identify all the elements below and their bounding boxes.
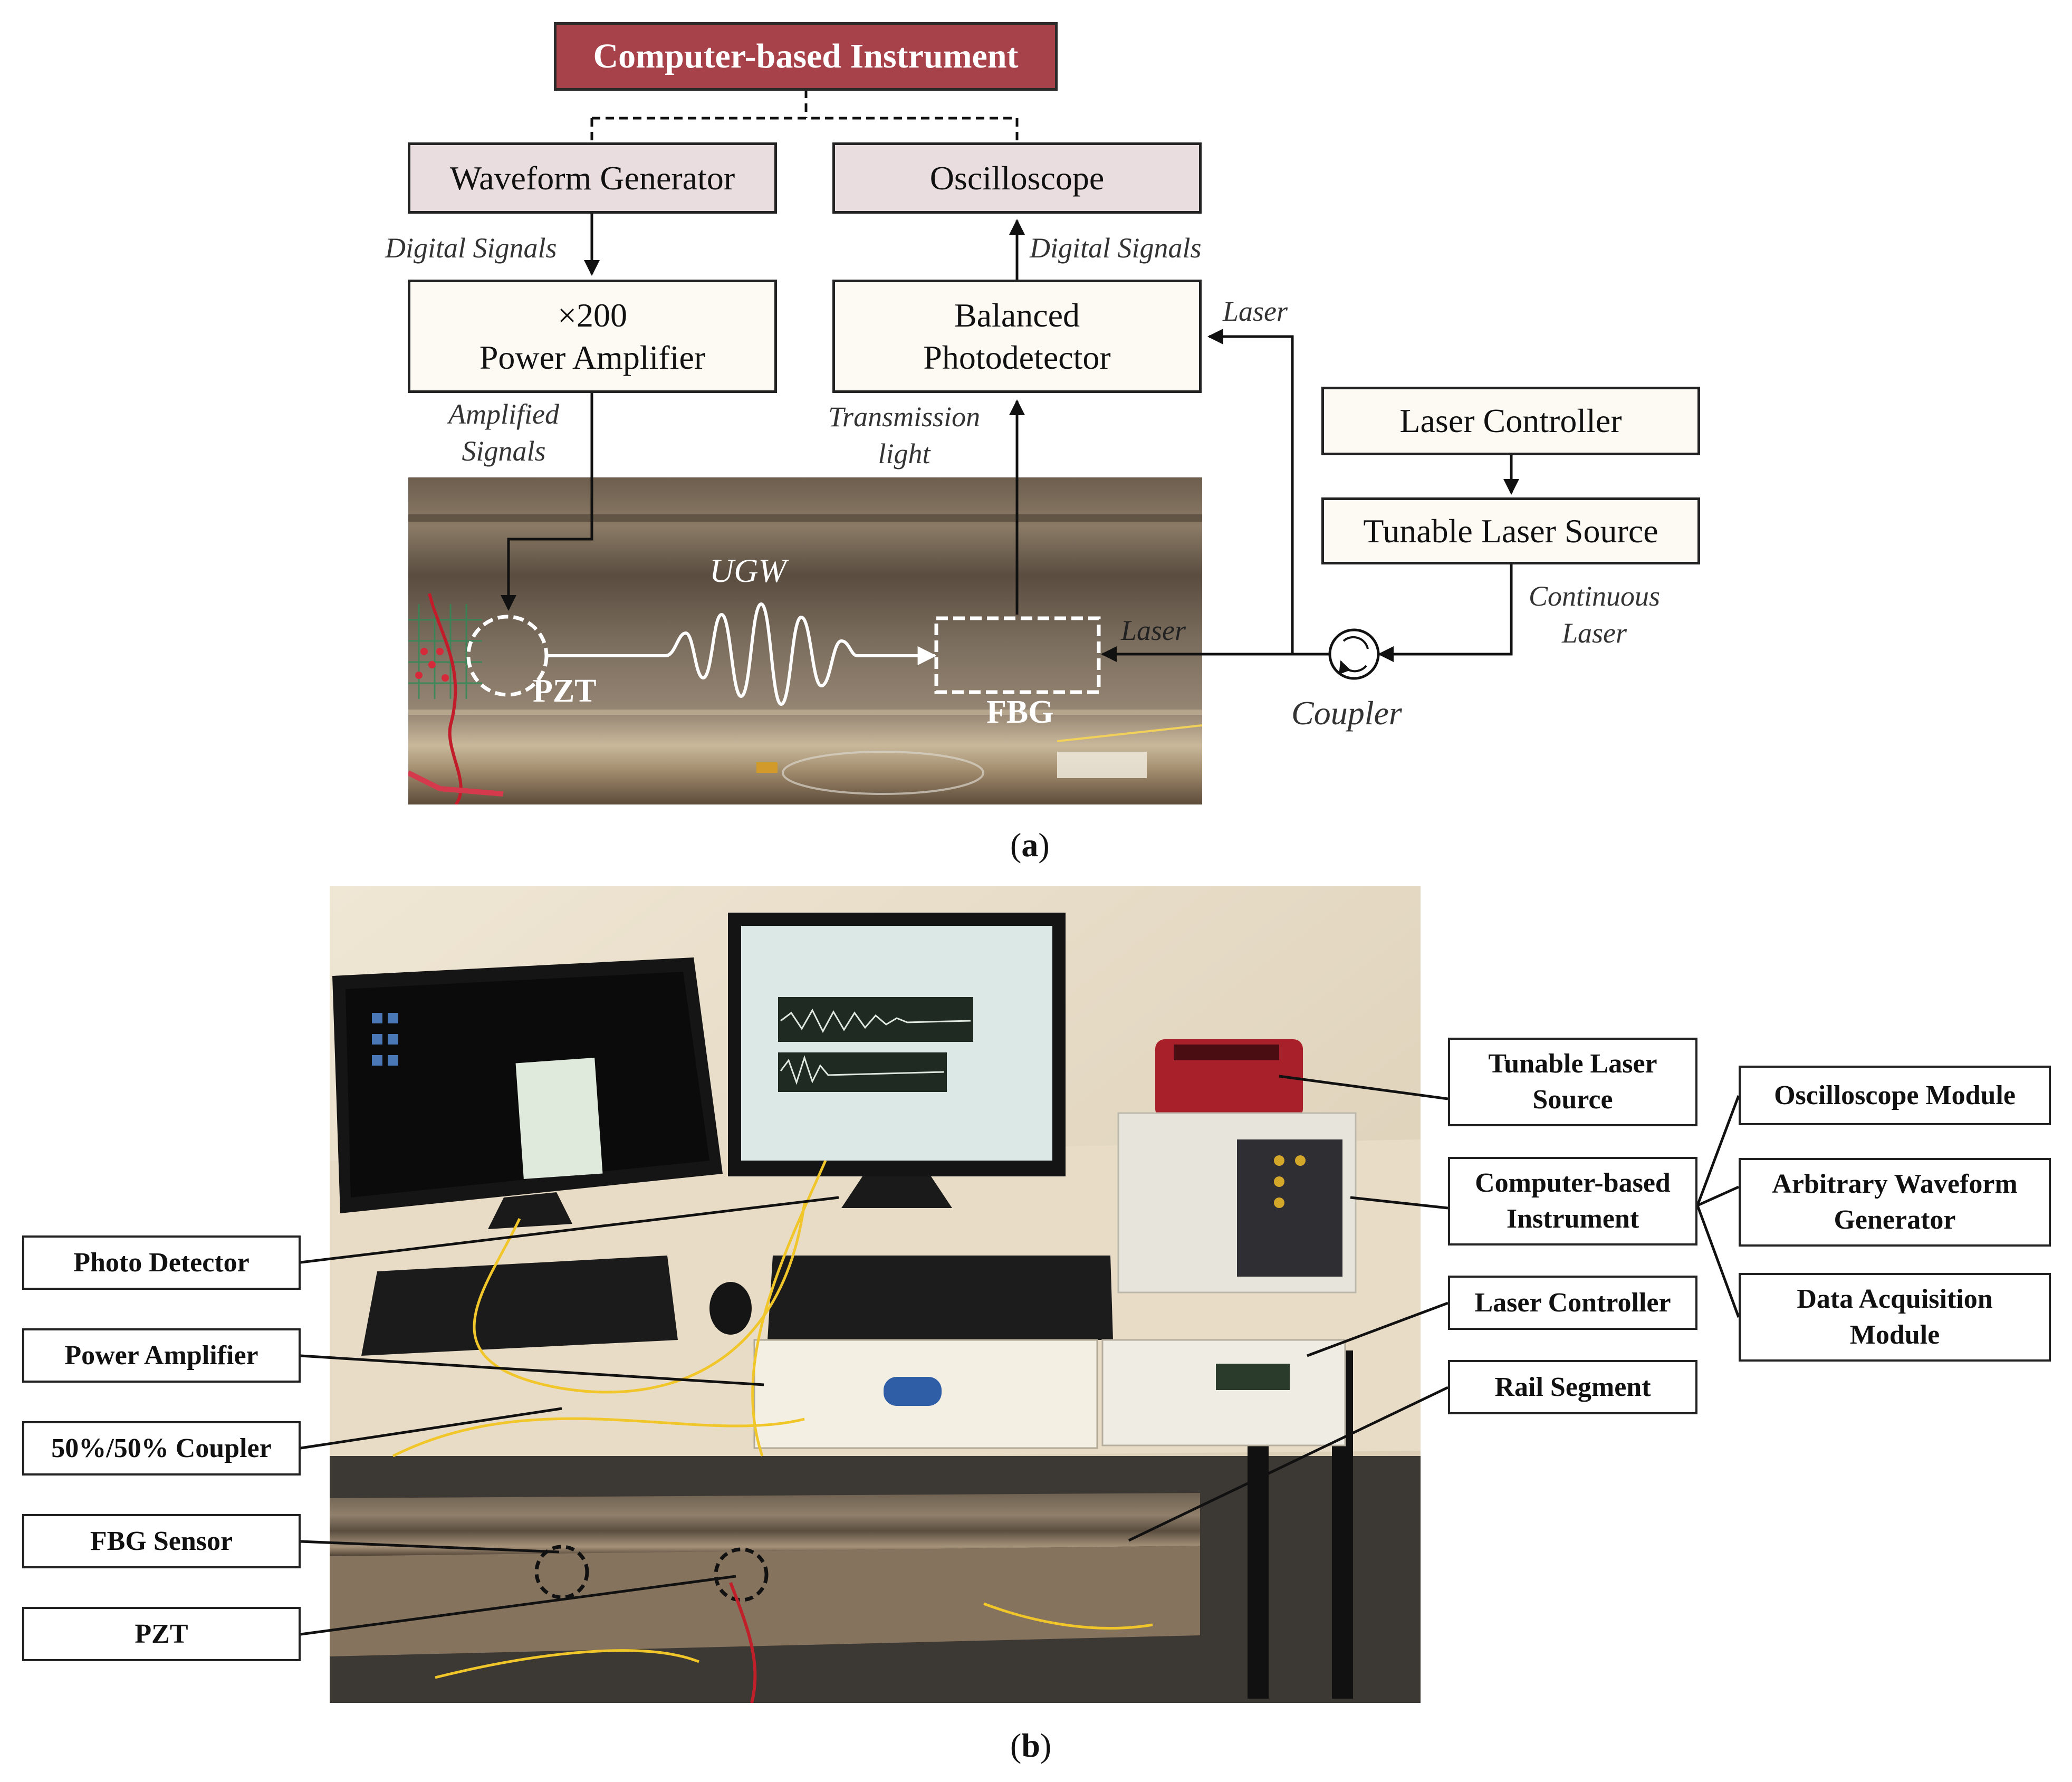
callout-pzt: PZT [22,1607,301,1661]
callout-computer-line1: Computer-based [1475,1168,1671,1199]
callout-laser-controller-text: Laser Controller [1474,1287,1671,1318]
waveform-generator-box: Waveform Generator [408,142,777,214]
lab-setup-photo [330,886,1421,1703]
caption-a: (a) [1010,826,1050,865]
laser-bottom-label: Laser [1121,615,1186,646]
callout-photo-detector-text: Photo Detector [73,1247,250,1278]
caption-b-open: ( [1010,1727,1022,1764]
continuous-line2: Laser [1562,617,1627,649]
caption-b: (b) [1010,1726,1051,1765]
amplified-line1: Amplified [448,398,559,430]
callout-fbg-sensor: FBG Sensor [22,1514,301,1568]
module-daq: Data Acquisition Module [1739,1273,2051,1362]
amplified-line2: Signals [462,435,546,467]
fbg-label: FBG [986,694,1054,730]
caption-a-close: ) [1038,826,1050,864]
rail-photo-a [408,477,1202,804]
laser-controller-box: Laser Controller [1321,387,1700,455]
amplified-signals-label: Amplified Signals [448,396,559,470]
callout-laser-controller: Laser Controller [1448,1276,1697,1330]
callout-fbg-sensor-text: FBG Sensor [90,1526,233,1556]
tunable-laser-box: Tunable Laser Source [1321,497,1700,564]
module-oscilloscope-text: Oscilloscope Module [1774,1080,2016,1110]
tunable-laser-text: Tunable Laser Source [1363,512,1658,550]
caption-b-letter: b [1021,1727,1040,1764]
callout-pzt-text: PZT [135,1618,188,1649]
transmission-light-label: Transmission light [828,398,980,472]
callout-coupler: 50%/50% Coupler [22,1421,301,1476]
callout-tunable-line2: Source [1532,1085,1613,1115]
laser-controller-text: Laser Controller [1399,402,1622,439]
module-awg: Arbitrary Waveform Generator [1739,1158,2051,1247]
caption-a-letter: a [1021,826,1039,864]
digital-signals-left-label: Digital Signals [385,232,557,264]
transmission-line2: light [878,438,931,470]
callout-power-amplifier-text: Power Amplifier [64,1340,258,1371]
caption-a-open: ( [1010,826,1022,864]
oscilloscope-text: Oscilloscope [929,159,1105,197]
waveform-generator-text: Waveform Generator [449,159,735,197]
photodetector-line1: Balanced [954,296,1080,334]
callout-tunable-line1: Tunable Laser [1488,1049,1657,1079]
ugw-label: UGW [709,552,786,589]
computer-instrument-title-text: Computer-based Instrument [593,36,1019,75]
callout-computer-instrument: Computer-based Instrument [1448,1157,1697,1246]
callout-coupler-text: 50%/50% Coupler [51,1433,272,1463]
amplifier-name-text: Power Amplifier [479,338,706,376]
module-awg-line2: Generator [1834,1205,1956,1235]
photodetector-box: Balanced Photodetector [832,280,1202,393]
coupler-label: Coupler [1291,694,1402,732]
callout-tunable-laser: Tunable Laser Source [1448,1038,1697,1126]
callout-computer-line2: Instrument [1506,1204,1639,1234]
transmission-line1: Transmission [828,401,981,433]
pzt-label: PZT [533,673,597,709]
oscilloscope-box: Oscilloscope [832,142,1202,214]
laser-top-label: Laser [1223,295,1288,327]
photodetector-line2: Photodetector [923,338,1111,376]
callout-power-amplifier: Power Amplifier [22,1328,301,1383]
module-awg-line1: Arbitrary Waveform [1772,1169,2018,1200]
callout-rail-segment: Rail Segment [1448,1360,1697,1414]
power-amplifier-box: ×200 Power Amplifier [408,280,777,393]
module-daq-line1: Data Acquisition [1797,1284,1993,1315]
continuous-line1: Continuous [1529,580,1661,612]
amplifier-gain-text: ×200 [557,296,628,334]
digital-signals-right-label: Digital Signals [1030,232,1202,264]
caption-b-close: ) [1040,1727,1052,1764]
module-daq-line2: Module [1849,1320,1940,1350]
continuous-laser-label: Continuous Laser [1529,578,1660,652]
module-oscilloscope: Oscilloscope Module [1739,1066,2051,1125]
computer-instrument-title: Computer-based Instrument [554,22,1058,91]
callout-photo-detector: Photo Detector [22,1235,301,1290]
callout-rail-segment-text: Rail Segment [1494,1372,1651,1402]
